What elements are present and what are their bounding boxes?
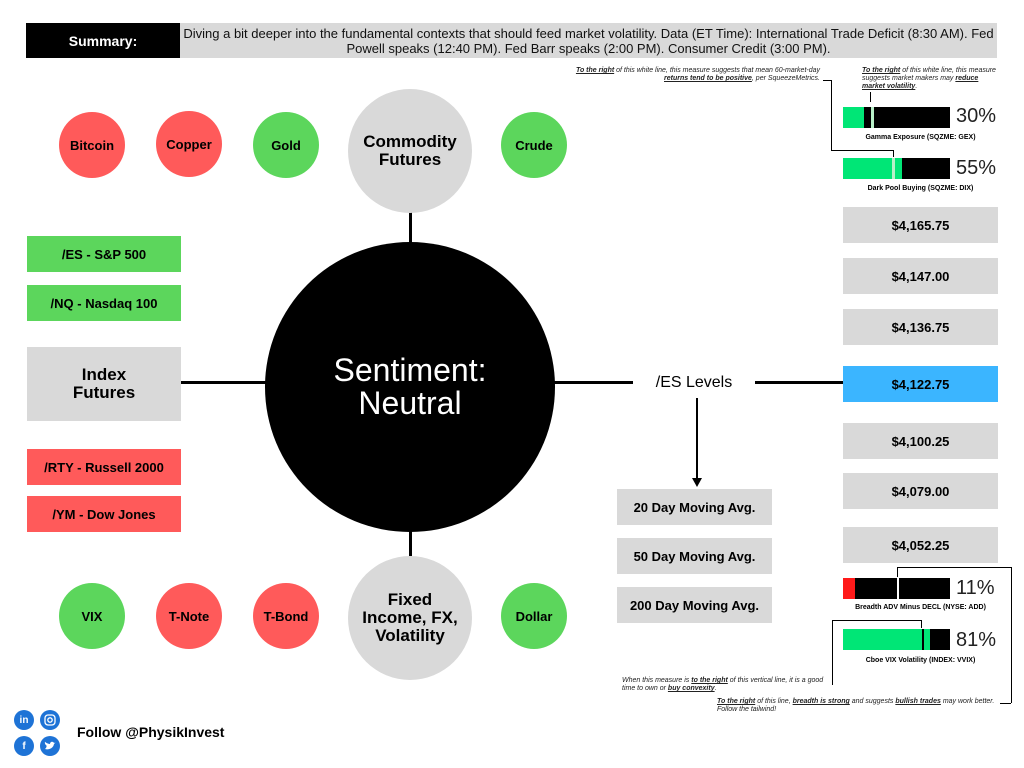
follow-text[interactable]: Follow @PhysikInvest xyxy=(77,724,225,740)
add-label: Breadth ADV Minus DECL (NYSE: ADD) xyxy=(855,604,986,611)
es-level-4: $4,122.75 xyxy=(843,366,998,402)
es-level-6: $4,079.00 xyxy=(843,473,998,509)
add-gauge-mark xyxy=(897,578,899,599)
commodity-crude: Crude xyxy=(501,112,567,178)
vvix-gauge xyxy=(843,629,950,650)
add-pointer-v xyxy=(897,567,898,577)
sentiment-value: Neutral xyxy=(358,385,462,421)
twitter-icon[interactable] xyxy=(40,736,60,756)
ma-200: 200 Day Moving Avg. xyxy=(617,587,772,623)
es-level-7: $4,052.25 xyxy=(843,527,998,563)
dix-pointer-v xyxy=(831,80,832,150)
index-nq: /NQ - Nasdaq 100 xyxy=(27,285,181,321)
add-gauge-fill xyxy=(843,578,855,599)
summary-label: Summary: xyxy=(26,23,180,58)
es-level-3: $4,136.75 xyxy=(843,309,998,345)
fixed-tbond: T-Bond xyxy=(253,583,319,649)
vvix-gauge-fill xyxy=(843,629,930,650)
index-ym: /YM - Dow Jones xyxy=(27,496,181,532)
gex-gauge-fill xyxy=(843,107,864,128)
connector-bottom xyxy=(409,530,412,556)
summary-text: Diving a bit deeper into the fundamental… xyxy=(180,23,997,58)
es-level-1: $4,165.75 xyxy=(843,207,998,243)
arrow-head xyxy=(692,478,702,487)
add-gauge xyxy=(843,578,950,599)
sentiment-circle: Sentiment: Neutral xyxy=(265,242,555,532)
add-pct: 11% xyxy=(956,577,995,599)
gex-note: To the right of this white line, this me… xyxy=(862,67,996,90)
vvix-pointer-h xyxy=(832,620,922,621)
dix-pointer-h xyxy=(823,80,831,81)
facebook-icon[interactable]: f xyxy=(14,736,34,756)
dix-gauge-fill xyxy=(843,158,902,179)
ma-20: 20 Day Moving Avg. xyxy=(617,489,772,525)
connector-es-levels xyxy=(755,381,843,384)
ma-50: 50 Day Moving Avg. xyxy=(617,538,772,574)
connector-right xyxy=(553,381,633,384)
instagram-icon[interactable] xyxy=(40,710,60,730)
add-pointer-h2 xyxy=(1000,703,1011,704)
vvix-label: Cboe VIX Volatility (INDEX: VVIX) xyxy=(865,657,976,664)
gex-pct: 30% xyxy=(956,105,997,127)
linkedin-icon[interactable]: in xyxy=(14,710,34,730)
index-es: /ES - S&P 500 xyxy=(27,236,181,272)
vvix-pointer-v2 xyxy=(921,620,922,628)
add-pointer-h xyxy=(897,567,1012,568)
dix-gauge-mark xyxy=(892,158,895,179)
vvix-pct: 81% xyxy=(956,629,997,651)
arrow-shaft xyxy=(696,398,698,478)
add-note: To the right of this line, breadth is st… xyxy=(717,698,995,713)
gex-gauge-mark xyxy=(871,107,874,128)
connector-left xyxy=(181,381,267,384)
commodity-copper: Copper xyxy=(156,111,222,177)
commodity-gold: Gold xyxy=(253,112,319,178)
vvix-gauge-mark xyxy=(922,629,924,650)
es-level-5: $4,100.25 xyxy=(843,423,998,459)
dix-pointer-h2 xyxy=(831,150,893,151)
dix-label: Dark Pool Buying (SQZME: DIX) xyxy=(867,185,974,192)
vvix-note: When this measure is to the right of thi… xyxy=(622,677,824,692)
connector-top xyxy=(409,212,412,244)
gex-gauge xyxy=(843,107,950,128)
es-level-2: $4,147.00 xyxy=(843,258,998,294)
fixed-tnote: T-Note xyxy=(156,583,222,649)
commodity-bitcoin: Bitcoin xyxy=(59,112,125,178)
sentiment-title: Sentiment: xyxy=(333,352,487,388)
dix-pct: 55% xyxy=(956,157,997,179)
es-levels-label: /ES Levels xyxy=(655,374,733,391)
fixed-vix: VIX xyxy=(59,583,125,649)
index-rty: /RTY - Russell 2000 xyxy=(27,449,181,485)
dix-gauge xyxy=(843,158,950,179)
gex-label: Gamma Exposure (SQZME: GEX) xyxy=(865,134,976,141)
dix-note: To the right of this white line, this me… xyxy=(575,67,820,82)
add-pointer-v2 xyxy=(1011,567,1012,703)
dix-pointer-v2 xyxy=(893,150,894,157)
fixed-dollar: Dollar xyxy=(501,583,567,649)
vvix-pointer-v xyxy=(832,620,833,685)
gex-pointer xyxy=(870,92,871,102)
